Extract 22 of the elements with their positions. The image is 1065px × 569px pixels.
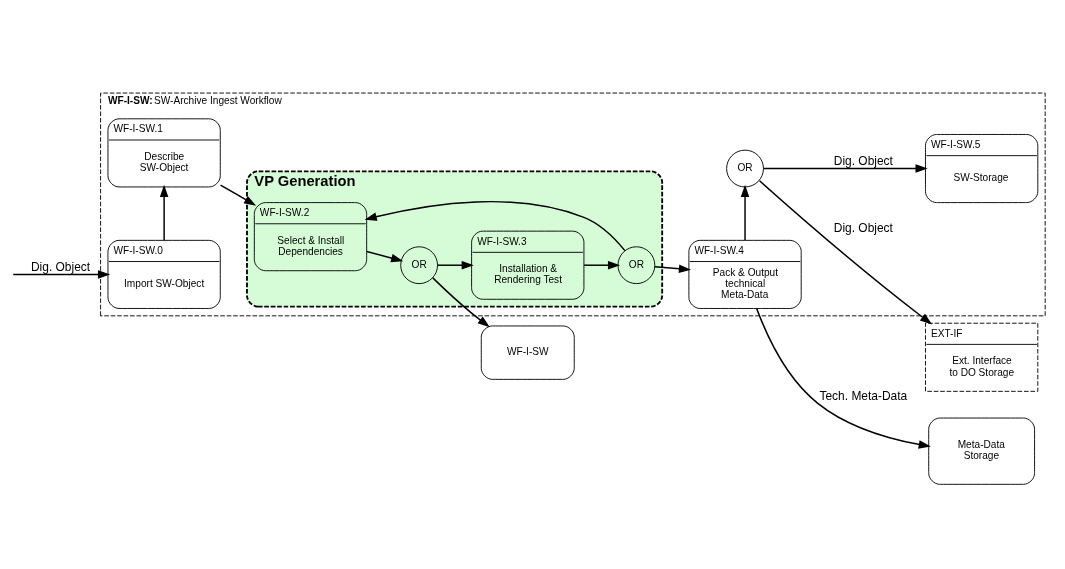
arrow [436,260,474,269]
arrow [755,307,931,449]
edge-label: Dig. Object [833,153,893,168]
node-box: WF-I-SW [480,325,575,380]
arrow [12,269,111,279]
arrow [654,264,692,273]
arrow [364,200,626,251]
edge-label: Dig. Object [30,259,91,274]
arrow [583,260,621,269]
node-circle: OR [726,149,764,187]
arrow [758,179,933,324]
arrow [365,250,404,262]
node-circle: OR [400,245,438,284]
arrow [762,163,928,173]
edge-label: Dig. Object [833,220,893,235]
arrow [219,183,257,206]
edge-label: Tech. Meta-Data [819,388,908,403]
node-circle: OR [617,245,656,284]
arrow [740,184,750,241]
node-box: Meta-Data Storage [928,417,1036,485]
arrow [432,276,490,327]
arrow [159,184,169,241]
